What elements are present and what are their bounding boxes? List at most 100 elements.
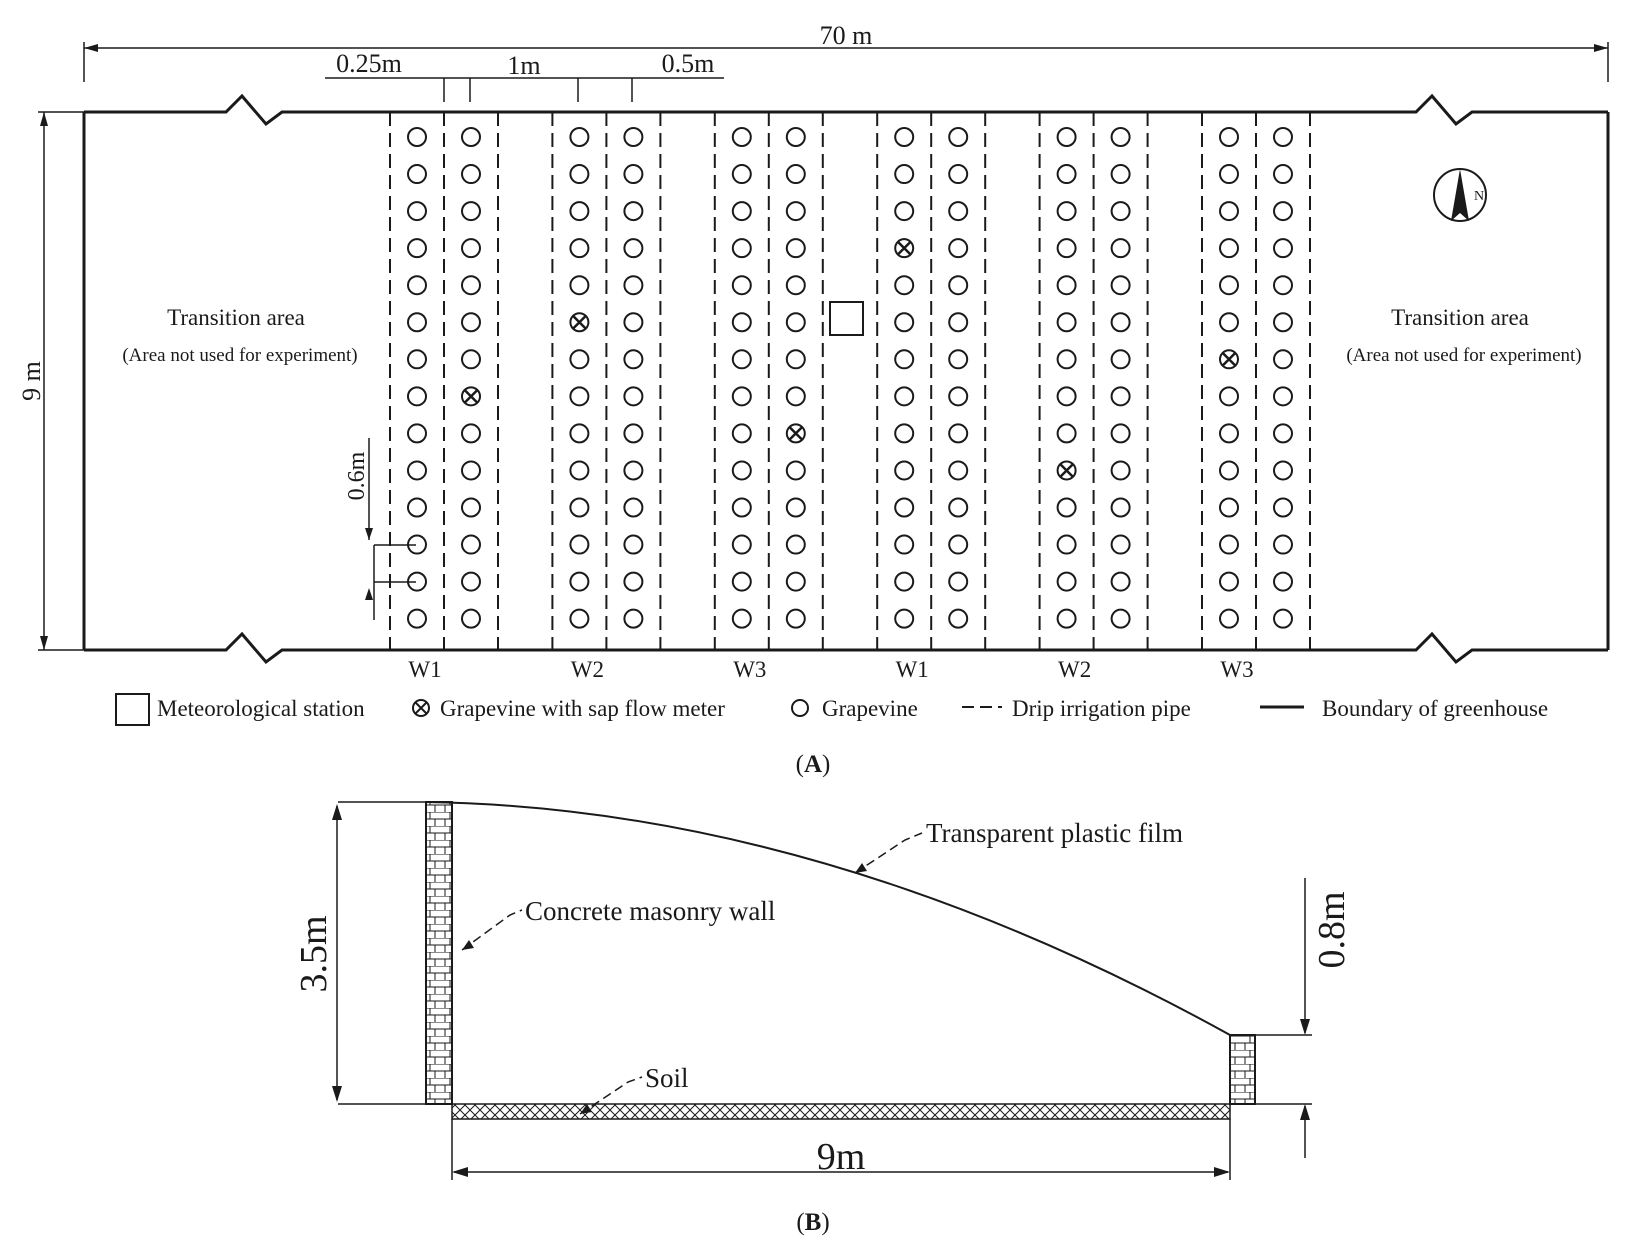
grapevine bbox=[461, 275, 481, 296]
plot-label: W2 bbox=[1058, 657, 1091, 682]
grapevine bbox=[1110, 460, 1131, 481]
grapevine bbox=[1110, 238, 1131, 259]
grapevine bbox=[731, 238, 752, 259]
grapevine bbox=[1273, 608, 1293, 629]
grapevine bbox=[1273, 349, 1293, 370]
grapevine bbox=[1110, 608, 1131, 629]
grapevine bbox=[1219, 201, 1239, 222]
dimension-9m: 9 m bbox=[17, 111, 84, 651]
panel-a-plan-view: 70 m 0.25m 1m 0.5m 9 m bbox=[17, 21, 1610, 778]
grapevine bbox=[1110, 497, 1131, 518]
greenhouse-boundary bbox=[82, 93, 1610, 665]
grapevine bbox=[894, 127, 915, 147]
grapevine bbox=[1219, 386, 1239, 407]
label-film: Transparent plastic film bbox=[926, 818, 1183, 848]
grapevine bbox=[461, 460, 481, 481]
grapevine bbox=[1273, 423, 1293, 444]
grapevine bbox=[1219, 275, 1239, 296]
grapevine bbox=[731, 534, 752, 555]
grapevine bbox=[948, 312, 969, 333]
grapevine bbox=[894, 534, 915, 555]
grapevine bbox=[785, 460, 806, 481]
grapevine bbox=[785, 275, 806, 296]
grapevine bbox=[894, 571, 915, 592]
grapevine bbox=[1056, 497, 1077, 518]
grapevine bbox=[1273, 571, 1293, 592]
grapevine bbox=[1056, 238, 1077, 259]
grapevine bbox=[731, 201, 752, 222]
grapevine bbox=[461, 127, 481, 147]
grapevine bbox=[569, 497, 590, 518]
transition-left-title: Transition area bbox=[167, 305, 305, 330]
legend-station-label: Meteorological station bbox=[157, 696, 365, 721]
leader-soil bbox=[579, 1076, 643, 1115]
grapevine bbox=[569, 127, 590, 147]
grapevine bbox=[731, 275, 752, 296]
grapevine bbox=[948, 534, 969, 555]
label-0-25m: 0.25m bbox=[336, 49, 402, 78]
grapevine bbox=[569, 534, 590, 555]
label-soil: Soil bbox=[645, 1063, 689, 1093]
grapevine bbox=[623, 608, 644, 629]
meteorological-station bbox=[829, 301, 864, 336]
label-70m: 70 m bbox=[820, 21, 873, 50]
grapevine bbox=[407, 164, 427, 185]
grapevine bbox=[785, 608, 806, 629]
grapevine bbox=[407, 349, 427, 370]
grapevine bbox=[731, 127, 752, 147]
grapevine bbox=[731, 164, 752, 185]
transition-right-title: Transition area bbox=[1391, 305, 1529, 330]
grapevine bbox=[407, 238, 427, 259]
grapevine bbox=[1110, 275, 1131, 296]
grapevine bbox=[461, 238, 481, 259]
grapevine bbox=[731, 423, 752, 444]
grapevine bbox=[407, 201, 427, 222]
grapevine bbox=[1219, 127, 1239, 147]
grapevine bbox=[461, 608, 481, 629]
grapevine bbox=[1219, 460, 1239, 481]
grapevine bbox=[569, 608, 590, 629]
transition-right-note: (Area not used for experiment) bbox=[1346, 345, 1581, 366]
grapevine bbox=[1110, 349, 1131, 370]
grapevine bbox=[785, 201, 806, 222]
label-0-5m: 0.5m bbox=[662, 49, 715, 78]
dimension-0-8m: 0.8m bbox=[1255, 878, 1353, 1158]
dimension-9m-b: 9m bbox=[451, 1119, 1231, 1180]
grapevine bbox=[1273, 460, 1293, 481]
legend: Meteorological station Grapevine with sa… bbox=[115, 693, 1548, 726]
grapevine bbox=[1273, 386, 1293, 407]
grapevine bbox=[461, 423, 481, 444]
grapevine bbox=[894, 423, 915, 444]
legend-pipe-label: Drip irrigation pipe bbox=[1012, 696, 1191, 721]
legend-vine-icon bbox=[791, 699, 809, 717]
grapevine bbox=[1110, 164, 1131, 185]
north-compass-icon: N bbox=[1433, 168, 1487, 222]
grapevine bbox=[623, 275, 644, 296]
grapevine bbox=[407, 275, 427, 296]
grapevine bbox=[948, 201, 969, 222]
grapevine bbox=[948, 497, 969, 518]
grapevine bbox=[623, 349, 644, 370]
concrete-masonry-wall bbox=[425, 801, 453, 1105]
grapevine bbox=[623, 127, 644, 147]
dimension-0-6m: 0.6m bbox=[344, 438, 416, 620]
label-wall: Concrete masonry wall bbox=[525, 896, 775, 926]
grapevine bbox=[785, 534, 806, 555]
vineyard-field bbox=[389, 112, 1311, 650]
grapevine bbox=[948, 460, 969, 481]
dimension-3-5m: 3.5m bbox=[293, 801, 426, 1105]
grapevine bbox=[569, 201, 590, 222]
leader-wall bbox=[461, 909, 523, 951]
panel-b-cross-section: 3.5m 0.8m 9m Transparent plastic film bbox=[293, 801, 1353, 1236]
grapevine bbox=[1056, 164, 1077, 185]
grapevine bbox=[785, 497, 806, 518]
grapevine bbox=[785, 571, 806, 592]
plot-label: W1 bbox=[896, 657, 929, 682]
grapevine bbox=[948, 164, 969, 185]
transition-left-note: (Area not used for experiment) bbox=[122, 345, 357, 366]
grapevine bbox=[569, 386, 590, 407]
grapevine bbox=[1219, 497, 1239, 518]
grapevine bbox=[1273, 534, 1293, 555]
grapevine bbox=[407, 312, 427, 333]
